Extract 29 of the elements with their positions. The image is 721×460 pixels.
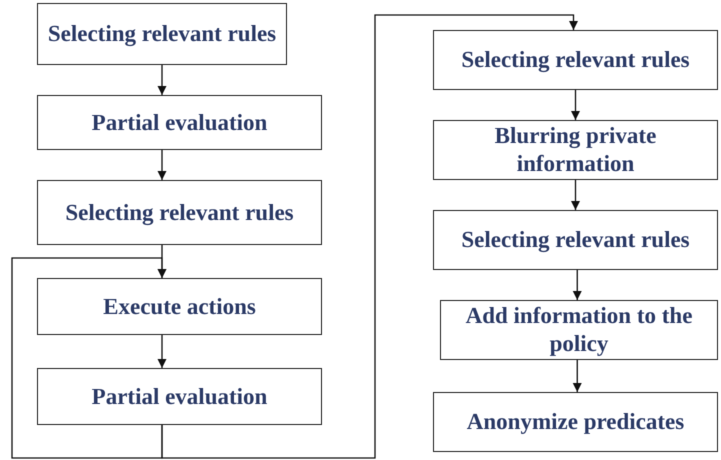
step-label: Selecting relevant rules (48, 20, 276, 48)
arrow (570, 90, 580, 120)
process-box (433, 210, 718, 270)
arrow (572, 360, 582, 392)
step-label: Selecting relevant rules (461, 46, 690, 74)
process-box (433, 30, 718, 90)
process-box (37, 95, 322, 150)
process-box (37, 278, 322, 335)
arrow (157, 65, 167, 95)
process-box (433, 392, 718, 452)
step-label: Execute actions (103, 292, 256, 320)
process-box (37, 368, 322, 425)
arrow (570, 180, 580, 210)
step-label: Blurring private information (494, 122, 658, 178)
step-label: Add information to the policy (464, 302, 694, 358)
arrow (572, 270, 582, 300)
process-box (37, 3, 287, 65)
arrow (11, 257, 167, 459)
arrow (157, 335, 167, 368)
step-label: Selecting relevant rules (461, 226, 690, 254)
step-label: Partial evaluation (92, 382, 268, 410)
process-box (433, 120, 718, 180)
process-box (37, 180, 322, 245)
step-label: Selecting relevant rules (65, 198, 294, 226)
arrow (157, 150, 167, 180)
step-label: Anonymize predicates (466, 408, 684, 436)
arrow (161, 14, 578, 459)
process-box (440, 300, 718, 360)
step-label: Partial evaluation (92, 108, 268, 136)
